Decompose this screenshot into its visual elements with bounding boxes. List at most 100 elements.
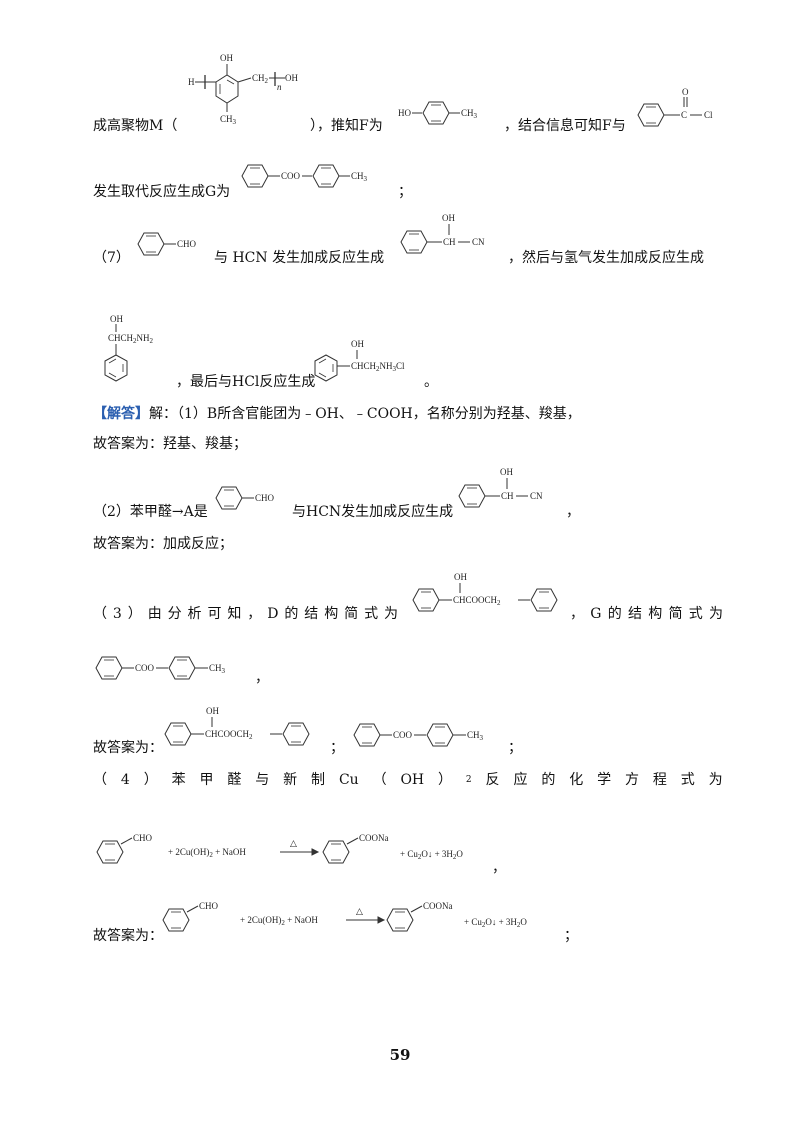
spaced-char: （ [372, 772, 387, 788]
svg-text:OH: OH [500, 467, 513, 477]
text-line-3: （7） [93, 250, 130, 266]
spaced-char: 结 [304, 606, 319, 622]
molecule-cyanohydrin: CH OH CN [398, 208, 508, 258]
spaced-char: 应 [513, 772, 528, 788]
text-line-1: 成高聚物M（ [93, 116, 177, 136]
spaced-char: （ [93, 772, 107, 788]
svg-text:C: C [681, 110, 687, 120]
molecule-benzoyl-chloride: C O Cl [636, 85, 726, 130]
spaced-char: 为 [383, 606, 398, 622]
svg-text:+ 2Cu(OH)2 + NaOH: + 2Cu(OH)2 + NaOH [168, 847, 246, 859]
svg-text:CH: CH [443, 237, 456, 247]
spaced-char: 简 [668, 606, 683, 622]
answer-part-4b: 故答案为： [93, 928, 163, 944]
text-line-2: 发生取代反应生成G为 [93, 184, 231, 200]
svg-text:COONa: COONa [359, 833, 389, 843]
spaced-char: 2 [465, 775, 472, 785]
molecule-d-ester: CHCOOCH2 OH [410, 568, 570, 616]
svg-text:CHCH2NH2: CHCH2NH2 [108, 333, 154, 345]
spaced-char: Cu [338, 772, 359, 788]
text-combine-info: ，结合信息可知F与 [504, 118, 626, 134]
molecule-amine-hydrochloride: CHCH2NH3Cl OH [312, 338, 422, 386]
answer-part-2: （2）苯甲醛→A是 [93, 504, 208, 520]
svg-text:HO: HO [398, 108, 411, 118]
svg-text:CHCOOCH2: CHCOOCH2 [205, 729, 253, 741]
molecule-amino-alcohol: OH CHCH2NH2 [96, 310, 186, 385]
molecule-f-cresol: HO CH3 [398, 98, 503, 128]
svg-text:CHCH2NH3Cl: CHCH2NH3Cl [351, 361, 405, 373]
spaced-char: 程 [652, 772, 667, 788]
molecule-d-ester-2: CHCOOCH2 OH [162, 702, 322, 750]
molecule-cyanohydrin-2: CH OH CN [456, 462, 566, 512]
svg-text:CHO: CHO [255, 493, 275, 503]
svg-text:Cl: Cl [704, 110, 713, 120]
molecule-g-ester-3: COO CH3 [352, 719, 512, 751]
svg-text:COO: COO [135, 663, 155, 673]
mol-label-ch3: CH3 [220, 114, 237, 126]
mol-label-n: n [277, 82, 282, 92]
spaced-char: 与 [255, 772, 270, 788]
equation-tollens-2: CHO + 2Cu(OH)2 + NaOH △ COONa + Cu2O↓ + … [160, 898, 580, 938]
svg-text:OH: OH [454, 572, 467, 582]
spaced-char: 简 [344, 606, 359, 622]
spaced-char: 4 [120, 772, 130, 788]
svg-text:OH: OH [110, 314, 123, 324]
svg-text:CH3: CH3 [351, 171, 368, 183]
molecule-benzaldehyde-2: CHO [214, 482, 294, 514]
spaced-char: ） [127, 606, 142, 622]
spaced-char: 析 [187, 606, 202, 622]
spaced-char: 的 [541, 772, 556, 788]
spaced-char: 化 [569, 772, 584, 788]
spaced-char: 为 [708, 772, 723, 788]
svg-text:OH: OH [351, 339, 364, 349]
spaced-char: 式 [688, 606, 703, 622]
svg-text:CH3: CH3 [467, 730, 484, 742]
answer-part-1b: 故答案为：羟基、羧基； [93, 436, 247, 452]
svg-text:OH: OH [206, 706, 219, 716]
svg-text:CH: CH [501, 491, 514, 501]
spaced-char: 新 [283, 772, 298, 788]
svg-text:COO: COO [281, 171, 301, 181]
equation-tollens-1: CHO + 2Cu(OH)2 + NaOH △ COONa + Cu2O↓ + … [94, 830, 514, 870]
spaced-char: 的 [284, 606, 299, 622]
mol-label-oh: OH [220, 53, 233, 63]
spaced-char: 醛 [227, 772, 242, 788]
svg-text:CHO: CHO [199, 901, 219, 911]
molecule-benzaldehyde: CHO [136, 228, 216, 260]
svg-text:+ Cu2O↓ + 3H2O: + Cu2O↓ + 3H2O [400, 849, 463, 861]
spaced-char: ， [247, 606, 262, 622]
svg-text:CHCOOCH2: CHCOOCH2 [453, 595, 501, 607]
spaced-char: 学 [597, 772, 612, 788]
svg-text:CHO: CHO [177, 239, 197, 249]
spaced-char: OH [400, 772, 425, 788]
answer-part-2b: 故答案为：加成反应； [93, 536, 233, 552]
spaced-char: 制 [311, 772, 326, 788]
spaced-char: 苯 [171, 772, 186, 788]
text-polymer-m: 成高聚物M（ [93, 118, 178, 134]
molecule-g-ester-2: COO CH3 [94, 652, 254, 684]
spaced-char: 为 [708, 606, 723, 622]
molecule-g-ester: COO CH3 [240, 160, 390, 192]
svg-text:COO: COO [393, 730, 413, 740]
mol-label-oh-end: OH [285, 73, 298, 83]
svg-text:CN: CN [472, 237, 485, 247]
spaced-char: 的 [607, 606, 622, 622]
svg-text:O: O [682, 87, 689, 97]
spaced-char: 可 [207, 606, 222, 622]
spaced-char: G [590, 606, 602, 622]
svg-text:OH: OH [442, 213, 455, 223]
spaced-char: （ [93, 606, 107, 622]
spaced-char: D [267, 606, 279, 622]
answer-tag: 【解答】 [93, 406, 149, 422]
svg-text:CN: CN [530, 491, 543, 501]
svg-text:CH3: CH3 [461, 108, 478, 120]
spaced-char: ） [143, 772, 158, 788]
spaced-char: 3 [112, 606, 122, 622]
spaced-char: 构 [648, 606, 663, 622]
svg-text:CH3: CH3 [209, 663, 226, 675]
svg-text:+ 2Cu(OH)2 + NaOH: + 2Cu(OH)2 + NaOH [240, 915, 318, 927]
spaced-char: 结 [627, 606, 642, 622]
svg-text:△: △ [290, 838, 297, 848]
